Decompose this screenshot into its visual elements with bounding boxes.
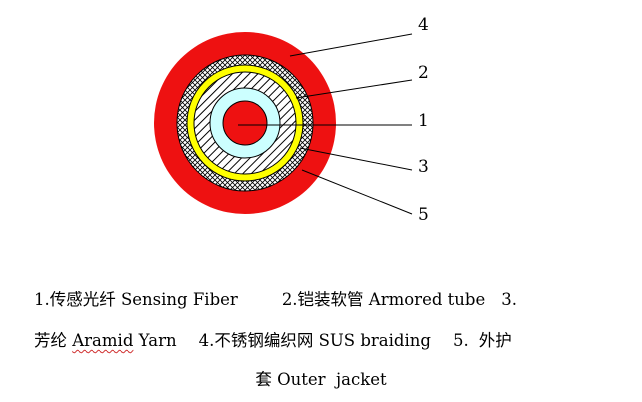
sensing-fiber-core	[222, 100, 268, 146]
caption-line-2: 芳纶 Aramid Yarn 4.不锈钢编织网 SUS braiding 5. 外护	[0, 327, 642, 351]
caption-item-2: 2.铠装软管 Armored tube	[281, 290, 486, 309]
caption-line-3: 套 Outer jacket	[0, 366, 642, 390]
caption-item-5-rest: 套 Outer jacket	[255, 370, 387, 389]
caption-item-3-en2: Yarn	[138, 331, 177, 350]
layer-number-4: 4	[418, 15, 429, 35]
caption-item-3-number: 3.	[501, 290, 517, 309]
caption-line-1: 1.传感光纤 Sensing Fiber 2.铠装软管 Armored tube 3…	[0, 286, 642, 310]
layer-number-5: 5	[418, 205, 429, 225]
leader-line-5	[301, 169, 413, 215]
caption-item-3-en: Aramid	[72, 331, 134, 350]
layer-number-1: 1	[418, 111, 429, 131]
layer-number-2: 2	[418, 63, 429, 83]
leader-line-4	[289, 33, 413, 57]
caption-item-5-number: 5.	[452, 331, 469, 350]
layer-number-3: 3	[418, 157, 429, 177]
cable-cross-section-diagram: 4 2 1 3 5	[154, 15, 429, 225]
leader-line-2	[295, 79, 413, 99]
caption-item-1: 1.传感光纤 Sensing Fiber	[34, 290, 238, 309]
caption-item-5-zh: 外护	[478, 331, 512, 350]
caption-item-3-zh: 芳纶	[34, 331, 67, 350]
leader-line-3	[299, 147, 413, 171]
caption-item-4: 4.不锈钢编织网 SUS braiding	[198, 331, 431, 350]
